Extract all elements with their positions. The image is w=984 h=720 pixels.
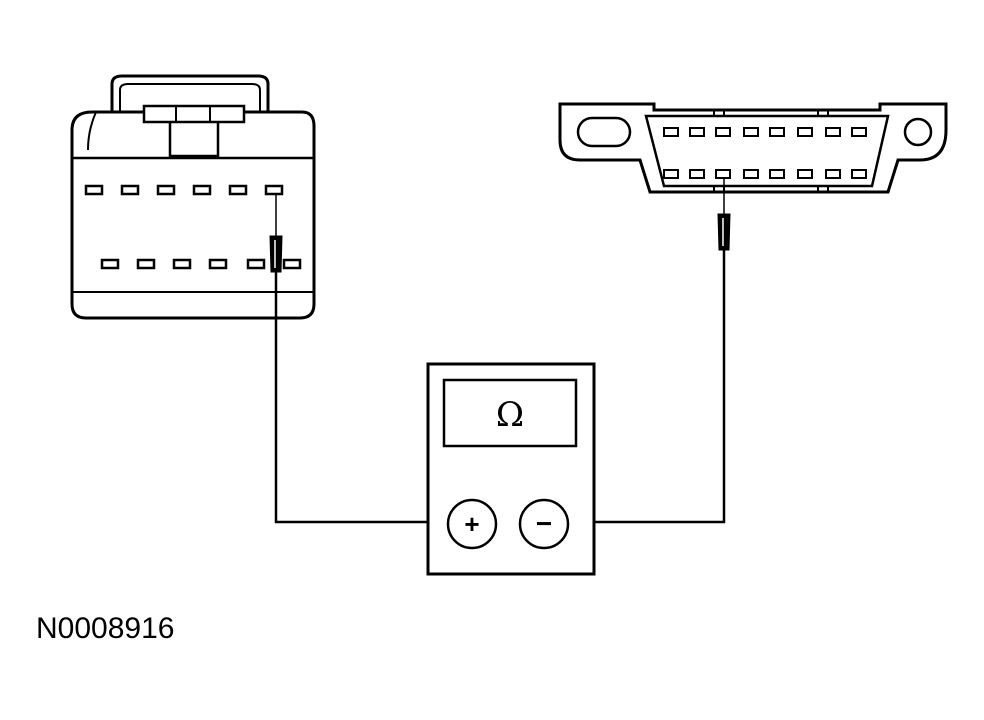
dlc-lower-pins: [663, 169, 867, 179]
ohmmeter: Ω + −: [426, 362, 596, 576]
negative-terminal-label: −: [536, 508, 552, 539]
positive-terminal-label: +: [464, 509, 479, 539]
negative-test-lead: [570, 178, 731, 524]
ohm-symbol: Ω: [496, 395, 524, 435]
figure-reference-id: N0008916: [36, 612, 175, 645]
module-connector: [70, 74, 316, 320]
dlc-upper-pins: [663, 127, 867, 137]
negative-terminal: [518, 498, 570, 550]
meter-display: [442, 378, 578, 448]
positive-terminal: [446, 498, 498, 550]
data-link-connector: [558, 102, 948, 194]
positive-test-lead: [269, 194, 448, 524]
lower-pin-row: [100, 258, 302, 270]
upper-pin-row: [84, 184, 284, 196]
